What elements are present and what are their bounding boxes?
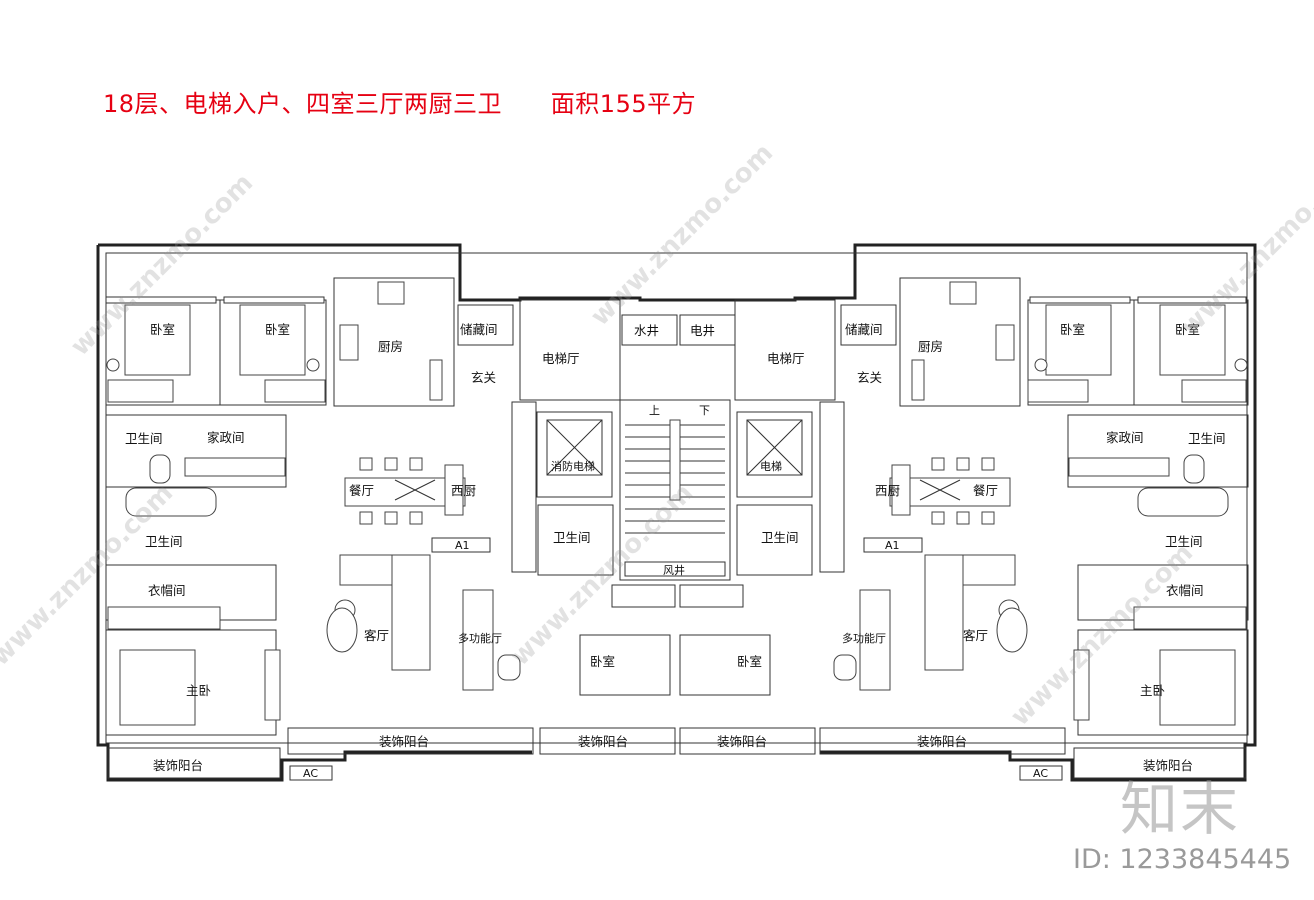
label-bath-core-right: 卫生间 (761, 530, 799, 545)
label-stair-down: 下 (699, 404, 710, 417)
label-housekeeping-right: 家政间 (1106, 430, 1144, 445)
label-dining-right: 餐厅 (973, 483, 998, 498)
label-balcony-6: 装饰阳台 (1143, 758, 1193, 773)
label-bedroom-3: 卧室 (1060, 322, 1085, 337)
label-cloakroom-left: 衣帽间 (148, 583, 186, 598)
label-foyer-right: 玄关 (857, 370, 882, 385)
label-foyer-left: 玄关 (471, 370, 496, 385)
right-unit (734, 277, 1249, 781)
label-unit-a1-right: A1 (885, 539, 900, 552)
label-balcony-3: 装饰阳台 (717, 734, 767, 749)
core (511, 399, 845, 755)
label-living-right: 客厅 (963, 628, 988, 643)
label-western-kitchen-left: 西厨 (451, 483, 476, 498)
label-bath-right-1: 卫生间 (1188, 431, 1226, 446)
label-ac-right: AC (1033, 767, 1048, 780)
label-bath-left-2: 卫生间 (145, 534, 183, 549)
label-air-shaft: 风井 (663, 563, 685, 577)
label-stair-up: 上 (649, 404, 660, 417)
label-storage-left: 储藏间 (460, 322, 498, 337)
label-kitchen-right: 厨房 (918, 339, 943, 354)
label-electric-shaft: 电井 (690, 323, 715, 338)
label-multi-hall-left: 多功能厅 (458, 631, 502, 645)
label-balcony-2: 装饰阳台 (578, 734, 628, 749)
label-housekeeping-left: 家政间 (207, 430, 245, 445)
label-bath-core-left: 卫生间 (553, 530, 591, 545)
label-dining-left: 餐厅 (349, 483, 374, 498)
label-fire-elevator: 消防电梯 (551, 459, 595, 473)
label-bedroom-core-right: 卧室 (737, 654, 762, 669)
plan-title: 18层、电梯入户、四室三厅两厨三卫 面积155平方 (103, 90, 697, 118)
label-storage-right: 储藏间 (845, 322, 883, 337)
label-cloakroom-right: 衣帽间 (1166, 583, 1204, 598)
label-bedroom-4: 卧室 (1175, 322, 1200, 337)
label-bedroom-2: 卧室 (265, 322, 290, 337)
label-balcony-4: 装饰阳台 (917, 734, 967, 749)
label-kitchen-left: 厨房 (378, 339, 403, 354)
label-living-left: 客厅 (364, 628, 389, 643)
label-balcony-5: 装饰阳台 (153, 758, 203, 773)
label-elevator-hall-right: 电梯厅 (767, 351, 805, 366)
label-master-right: 主卧 (1140, 683, 1165, 698)
label-western-kitchen-right: 西厨 (875, 483, 900, 498)
label-bedroom-1: 卧室 (150, 322, 175, 337)
label-water-shaft: 水井 (634, 323, 659, 338)
brand-logo: 知末 (1120, 775, 1241, 843)
label-bath-left-1: 卫生间 (125, 431, 163, 446)
label-unit-a1-left: A1 (455, 539, 470, 552)
label-elevator-hall-left: 电梯厅 (542, 351, 580, 366)
document-id: ID: 1233845445 (1073, 844, 1292, 875)
label-balcony-1: 装饰阳台 (379, 734, 429, 749)
label-bath-right-2: 卫生间 (1165, 534, 1203, 549)
room-labels: 卧室 卧室 厨房 储藏间 玄关 电梯厅 水井 电井 电梯厅 储藏间 玄关 厨房 … (125, 322, 1226, 780)
left-unit (105, 277, 736, 781)
label-master-left: 主卧 (186, 683, 211, 698)
label-bedroom-core-left: 卧室 (590, 654, 615, 669)
label-multi-hall-right: 多功能厅 (842, 631, 886, 645)
label-ac-left: AC (303, 767, 318, 780)
label-elevator: 电梯 (760, 460, 782, 473)
